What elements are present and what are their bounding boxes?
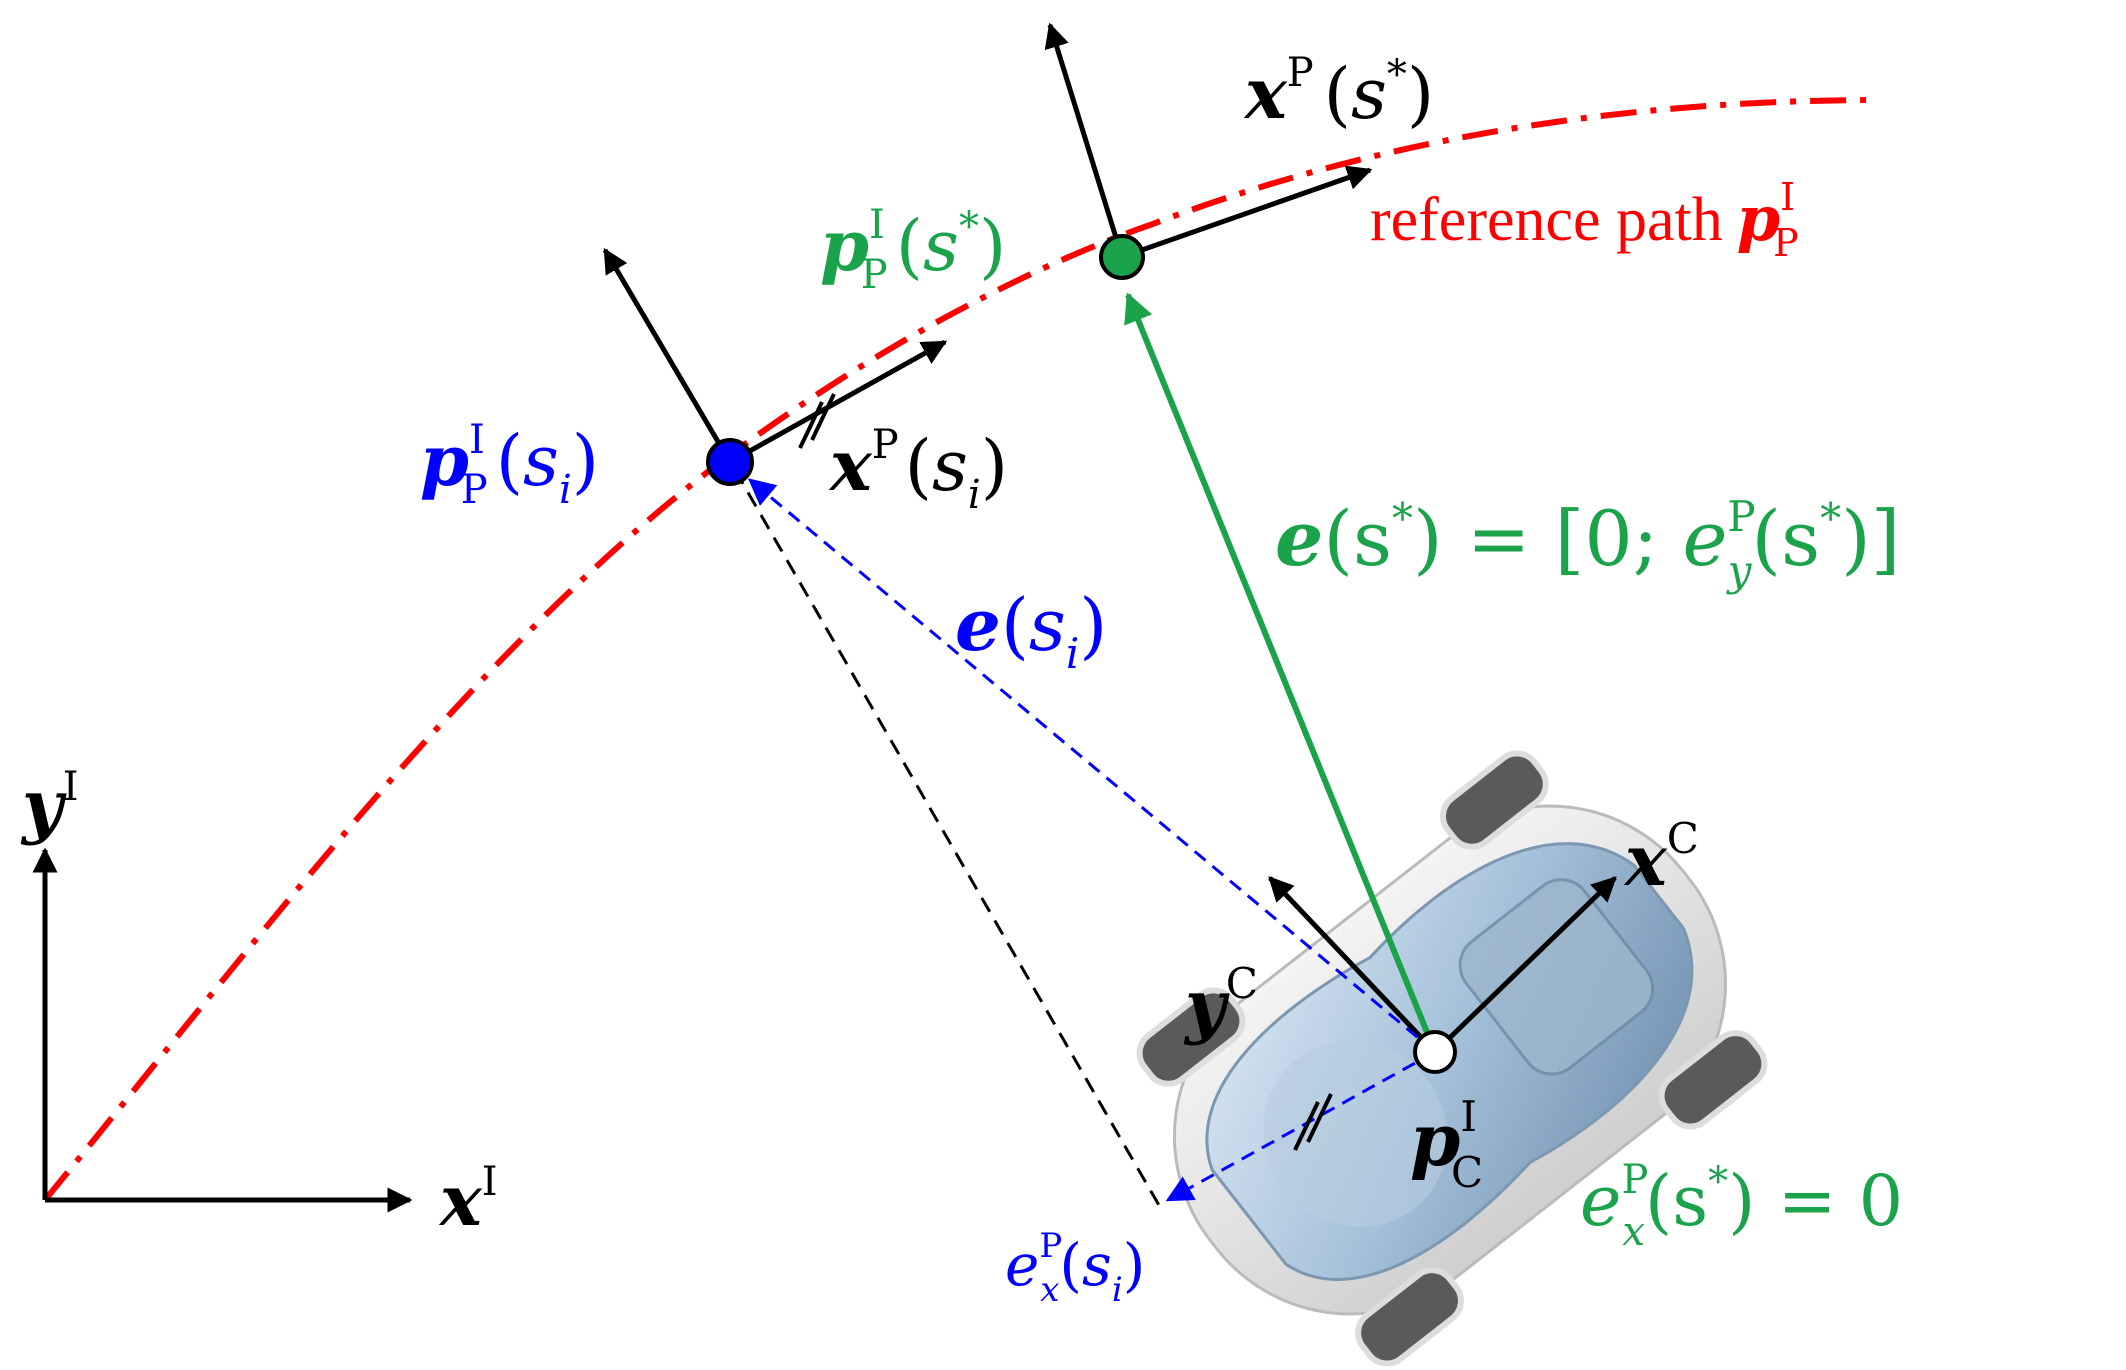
path-frame-si-x-axis	[728, 339, 948, 465]
wheel	[1355, 1267, 1464, 1367]
label-inertial-x: xI	[438, 1159, 498, 1242]
wheel	[1136, 987, 1246, 1087]
parallel-mark-si	[798, 393, 836, 449]
label-inertial-y: yI	[20, 764, 79, 847]
car-frame-y-axis	[1268, 876, 1437, 1054]
error-x-component-si	[1165, 1050, 1436, 1202]
wheel	[1439, 750, 1549, 850]
reference-path-curve	[42, 97, 1881, 1202]
label-car-y: yC	[1183, 959, 1258, 1047]
car-frame-x-axis	[1433, 876, 1617, 1054]
wheel	[1658, 1030, 1768, 1130]
point-p-si	[706, 438, 754, 486]
path-frame-sstar-x-axis	[1121, 165, 1373, 260]
label-path-x-sstar: xP(s*)	[1243, 50, 1434, 135]
label-path-x-si: xP(si)	[828, 422, 1008, 518]
point-p-car	[1413, 1030, 1457, 1074]
parallel-mark-car	[1293, 1093, 1333, 1151]
projection-dashed-line	[733, 469, 1162, 1208]
point-p-sstar	[1099, 234, 1145, 280]
label-car-x: xC	[1623, 814, 1699, 902]
label-error-si: e(si)	[955, 582, 1107, 678]
path-frame-sstar-y-axis	[1044, 22, 1125, 258]
error-vector-sstar	[1124, 292, 1438, 1054]
error-vector-si	[747, 478, 1436, 1054]
path-frame-si-y-axis	[602, 247, 733, 464]
